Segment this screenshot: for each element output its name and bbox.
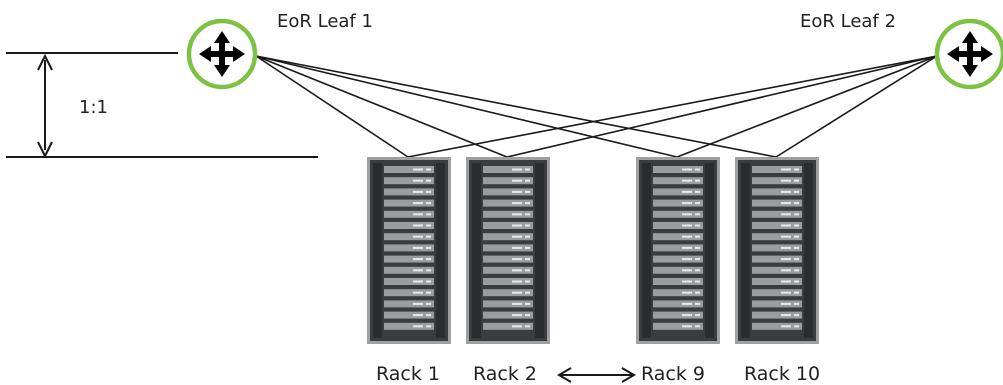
bracket-arrow-up <box>37 53 53 71</box>
rack-label-9: Rack 9 <box>641 363 705 385</box>
rack-cabinet[interactable] <box>466 157 550 344</box>
rack-label-2: Rack 2 <box>473 363 537 385</box>
uplink-lines <box>255 55 938 158</box>
router-eor-leaf-1[interactable] <box>186 18 258 90</box>
router-icon <box>947 31 993 77</box>
router-icon <box>199 31 245 77</box>
rack-cabinet[interactable] <box>636 157 720 344</box>
ratio-label: 1:1 <box>79 97 108 118</box>
rack-cabinet[interactable] <box>367 157 451 344</box>
rack-label-10: Rack 10 <box>744 363 820 385</box>
rack-group <box>367 157 819 344</box>
rack-label-1: Rack 1 <box>376 363 440 385</box>
router-eor-leaf-2[interactable] <box>934 18 1003 90</box>
rack-range-arrow <box>557 367 636 383</box>
bracket-arrow-down <box>37 141 53 159</box>
router-label-eor-leaf-1: EoR Leaf 1 <box>277 11 373 32</box>
rack-cabinet[interactable] <box>735 157 819 344</box>
router-label-eor-leaf-2: EoR Leaf 2 <box>800 11 896 32</box>
ratio-bracket <box>6 52 318 159</box>
